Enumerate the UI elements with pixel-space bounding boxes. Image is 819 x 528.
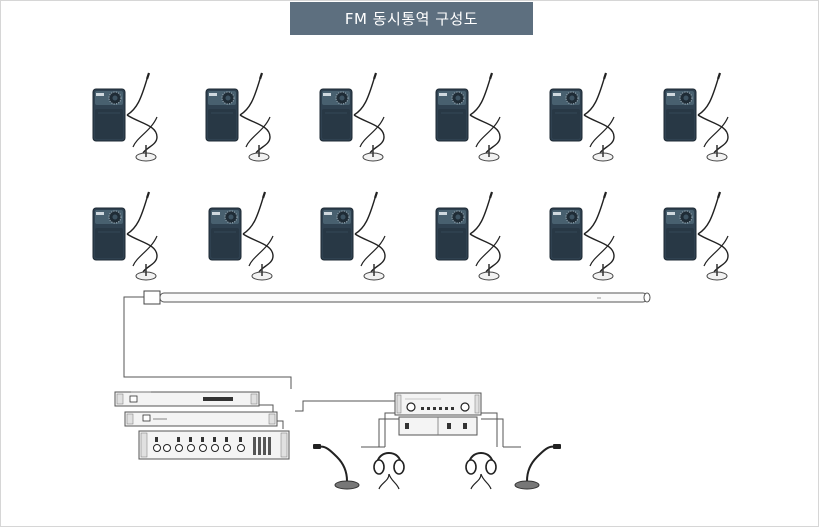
- fm-receiver-icon: [319, 190, 387, 282]
- fm-receiver-icon: [204, 71, 272, 163]
- fm-receiver-icon: [548, 71, 616, 163]
- fm-receiver-icon: [662, 71, 730, 163]
- fm-receiver-icon: [548, 190, 616, 282]
- headphones-right-icon: [465, 452, 497, 490]
- antenna: [143, 290, 651, 305]
- fm-modulator: [124, 411, 278, 427]
- fm-transmitter: [114, 391, 260, 407]
- interpreter-console: [394, 392, 482, 436]
- signal-cables: [123, 296, 521, 448]
- fm-receiver-icon: [91, 71, 159, 163]
- diagram-title: FM 동시통역 구성도: [290, 2, 533, 35]
- interpreter-mic-left-icon: [312, 443, 360, 490]
- fm-receiver-icon: [434, 190, 502, 282]
- fm-receiver-icon: [434, 71, 502, 163]
- interpreter-mic-right-icon: [514, 443, 562, 490]
- fm-receiver-icon: [91, 190, 159, 282]
- headphones-left-icon: [373, 452, 405, 490]
- receiver-row-1: [91, 71, 730, 163]
- fm-receiver-icon: [318, 71, 386, 163]
- fm-receiver-icon: [207, 190, 275, 282]
- receiver-row-2: [91, 190, 730, 282]
- audio-mixer: [138, 430, 290, 460]
- fm-receiver-icon: [662, 190, 730, 282]
